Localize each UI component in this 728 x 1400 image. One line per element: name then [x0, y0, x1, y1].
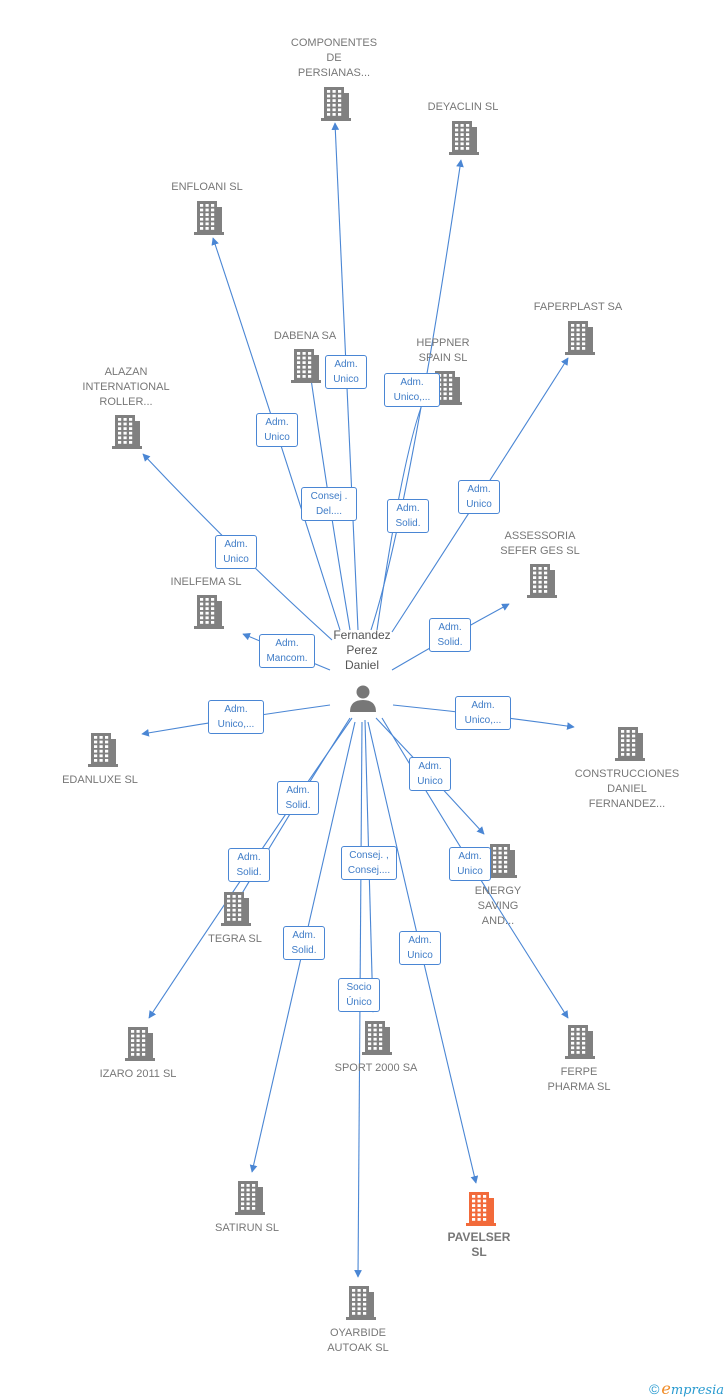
person-icon[interactable]	[348, 683, 378, 713]
building-icon[interactable]	[526, 562, 558, 598]
building-icon[interactable]	[345, 1284, 377, 1320]
relation-label-deyaclin[interactable]: Adm. Solid.	[387, 499, 429, 533]
building-icon[interactable]	[220, 890, 252, 926]
company-label-alazan[interactable]: ALAZAN INTERNATIONAL ROLLER...	[82, 366, 170, 408]
building-icon[interactable]	[111, 413, 143, 449]
brand-initial: e	[661, 1379, 671, 1398]
relation-label-edanluxe[interactable]: Adm. Unico,...	[208, 700, 264, 734]
company-label-edanluxe[interactable]: EDANLUXE SL	[62, 774, 138, 786]
company-label-ferpe[interactable]: FERPE PHARMA SL	[547, 1066, 611, 1093]
company-label-heppner[interactable]: HEPPNER SPAIN SL	[416, 337, 470, 364]
brand-name: mpresia	[670, 1383, 724, 1398]
company-label-tegra[interactable]: TEGRA SL	[208, 933, 262, 945]
brand-footer: ©empresia	[649, 1379, 724, 1398]
relation-label-satirun[interactable]: Adm. Solid.	[283, 926, 325, 960]
building-icon[interactable]	[124, 1025, 156, 1061]
company-label-assessoria[interactable]: ASSESSORIA SEFER GES SL	[500, 530, 580, 557]
relation-label-alazan[interactable]: Adm. Unico	[215, 535, 257, 569]
building-icon[interactable]	[193, 199, 225, 235]
relation-label-componentes[interactable]: Adm. Unico	[325, 355, 367, 389]
relation-label-tegra[interactable]: Adm. Solid.	[277, 781, 319, 815]
relation-label-construcciones[interactable]: Adm. Unico,...	[455, 696, 511, 730]
building-icon[interactable]	[320, 85, 352, 121]
company-label-faperplast[interactable]: FAPERPLAST SA	[533, 301, 623, 313]
company-label-energy[interactable]: ENERGY SAVING AND...	[474, 885, 522, 927]
building-icon[interactable]	[290, 347, 322, 383]
relation-label-assessoria[interactable]: Adm. Solid.	[429, 618, 471, 652]
relation-label-enfloani[interactable]: Adm. Unico	[256, 413, 298, 447]
company-label-satirun[interactable]: SATIRUN SL	[215, 1222, 279, 1234]
company-label-dabena[interactable]: DABENA SA	[273, 330, 337, 342]
building-icon[interactable]	[448, 119, 480, 155]
relation-label-energy[interactable]: Adm. Unico	[409, 757, 451, 791]
relation-line-deyaclin	[370, 159, 464, 631]
relation-label-faperplast[interactable]: Adm. Unico	[458, 480, 500, 514]
relation-label-dabena[interactable]: Consej . Del....	[301, 487, 357, 521]
company-label-enfloani[interactable]: ENFLOANI SL	[171, 181, 243, 193]
building-icon[interactable]	[614, 725, 646, 761]
building-icon[interactable]	[486, 842, 518, 878]
copyright-symbol: ©	[649, 1381, 660, 1397]
relation-label-oyarbide[interactable]: Socio Único	[338, 978, 380, 1012]
building-icon[interactable]	[87, 731, 119, 767]
company-label-construcciones[interactable]: CONSTRUCCIONES DANIEL FERNANDEZ...	[574, 768, 680, 810]
relation-label-pavelser[interactable]: Adm. Unico	[399, 931, 441, 965]
building-icon[interactable]	[234, 1179, 266, 1215]
company-label-pavelser[interactable]: PAVELSER SL	[447, 1230, 511, 1259]
relation-label-sport2000[interactable]: Consej. , Consej....	[341, 846, 397, 880]
company-label-componentes[interactable]: COMPONENTES DE PERSIANAS...	[290, 37, 378, 79]
building-icon[interactable]	[193, 593, 225, 629]
building-icon[interactable]	[361, 1019, 393, 1055]
company-label-oyarbide[interactable]: OYARBIDE AUTOAK SL	[327, 1327, 389, 1354]
center-person-name: Fernandez Perez Daniel	[333, 628, 391, 672]
relation-label-izaro[interactable]: Adm. Solid.	[228, 848, 270, 882]
relation-label-inelfema[interactable]: Adm. Mancom.	[259, 634, 315, 668]
building-icon[interactable]	[465, 1190, 497, 1226]
relation-label-heppner[interactable]: Adm. Unico,...	[384, 373, 440, 407]
company-label-inelfema[interactable]: INELFEMA SL	[170, 576, 242, 588]
relation-label-ferpe[interactable]: Adm. Unico	[449, 847, 491, 881]
company-label-deyaclin[interactable]: DEYACLIN SL	[427, 101, 499, 113]
company-label-izaro[interactable]: IZARO 2011 SL	[99, 1068, 177, 1080]
company-label-sport2000[interactable]: SPORT 2000 SA	[334, 1062, 418, 1074]
building-icon[interactable]	[564, 319, 596, 355]
building-icon[interactable]	[564, 1023, 596, 1059]
